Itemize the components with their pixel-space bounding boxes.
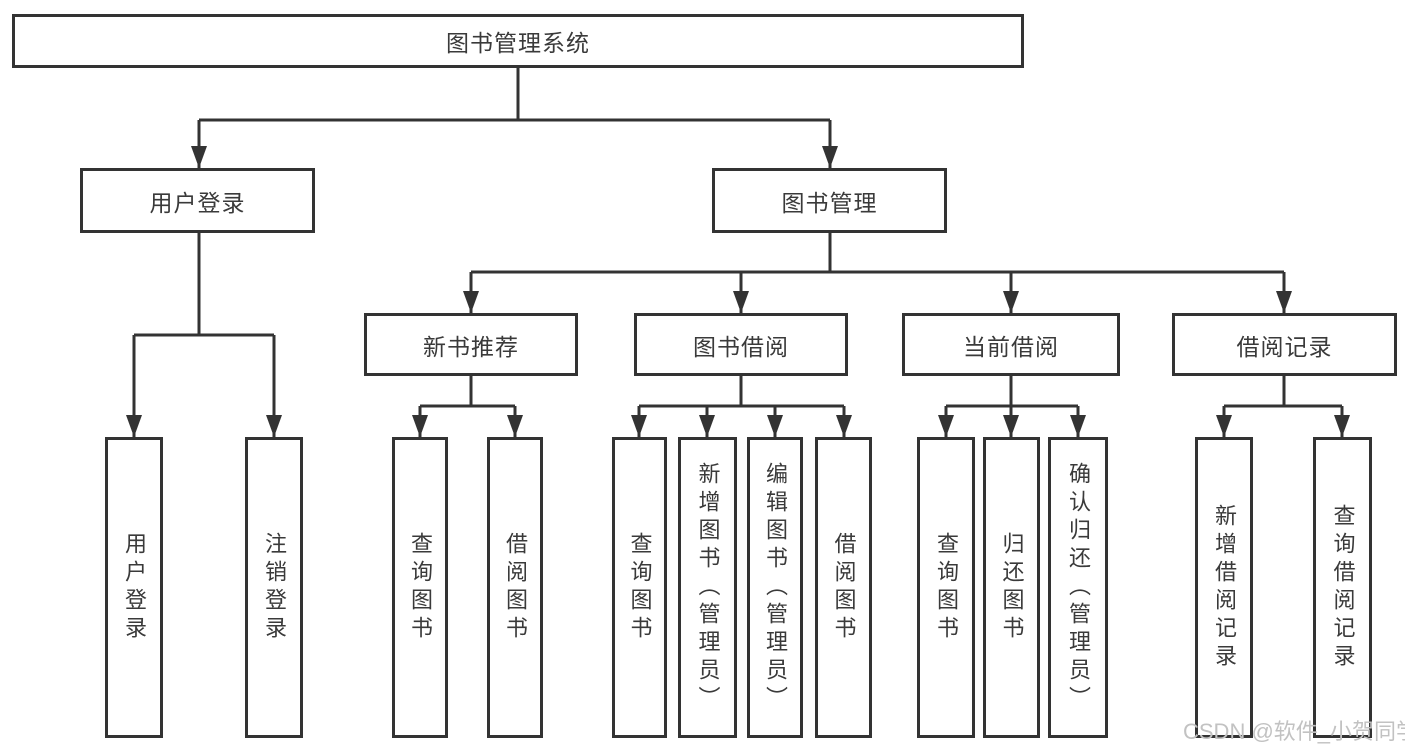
leaf-query-books-2-label: 查询图书 (627, 531, 653, 644)
node-book-management-label: 图书管理 (781, 189, 878, 216)
leaf-query-borrow-record-label: 查询借阅记录 (1330, 503, 1356, 672)
leaf-query-books-3-label: 查询图书 (934, 531, 959, 644)
leaf-return-books-label: 归还图书 (999, 531, 1025, 644)
leaf-confirm-return-admin-label: 确认归还（管理员） (1066, 461, 1091, 714)
node-book-borrow-label: 图书借阅 (693, 333, 789, 360)
leaf-borrow-books-1-label: 借阅图书 (503, 531, 528, 644)
node-current-borrow: 当前借阅 (902, 313, 1120, 376)
leaf-add-borrow-record-label: 新增借阅记录 (1212, 503, 1237, 672)
leaf-add-borrow-record: 新增借阅记录 (1195, 437, 1253, 738)
leaf-query-books-3: 查询图书 (917, 437, 975, 738)
leaf-edit-books-admin-label: 编辑图书（管理员） (763, 461, 788, 714)
leaf-query-books-2: 查询图书 (612, 437, 667, 738)
leaf-borrow-books-2-label: 借阅图书 (831, 531, 857, 644)
node-borrow-record-label: 借阅记录 (1236, 333, 1333, 360)
leaf-query-books-1-label: 查询图书 (408, 531, 433, 644)
node-new-book-recommend-label: 新书推荐 (423, 333, 519, 360)
leaf-logout: 注销登录 (245, 437, 303, 738)
node-book-management: 图书管理 (712, 168, 947, 233)
leaf-return-books: 归还图书 (983, 437, 1040, 738)
leaf-logout-label: 注销登录 (262, 531, 287, 644)
leaf-user-login-label: 用户登录 (122, 531, 147, 644)
leaf-query-books-1: 查询图书 (392, 437, 448, 738)
node-library-system: 图书管理系统 (12, 14, 1024, 68)
leaf-query-borrow-record: 查询借阅记录 (1313, 437, 1372, 738)
node-borrow-record: 借阅记录 (1172, 313, 1397, 376)
node-user-login-label: 用户登录 (149, 189, 246, 216)
node-book-borrow: 图书借阅 (634, 313, 848, 376)
watermark: CSDN @软件_小贺同学 (1183, 719, 1405, 744)
leaf-borrow-books-2: 借阅图书 (815, 437, 872, 738)
node-user-login: 用户登录 (80, 168, 315, 233)
leaf-user-login: 用户登录 (105, 437, 163, 738)
leaf-confirm-return-admin: 确认归还（管理员） (1048, 437, 1108, 738)
leaf-edit-books-admin: 编辑图书（管理员） (747, 437, 803, 738)
node-current-borrow-label: 当前借阅 (963, 333, 1059, 360)
leaf-borrow-books-1: 借阅图书 (487, 437, 543, 738)
node-library-system-label: 图书管理系统 (446, 30, 590, 56)
leaf-add-books-admin-label: 新增图书（管理员） (695, 461, 721, 714)
node-new-book-recommend: 新书推荐 (364, 313, 578, 376)
leaf-add-books-admin: 新增图书（管理员） (678, 437, 737, 738)
